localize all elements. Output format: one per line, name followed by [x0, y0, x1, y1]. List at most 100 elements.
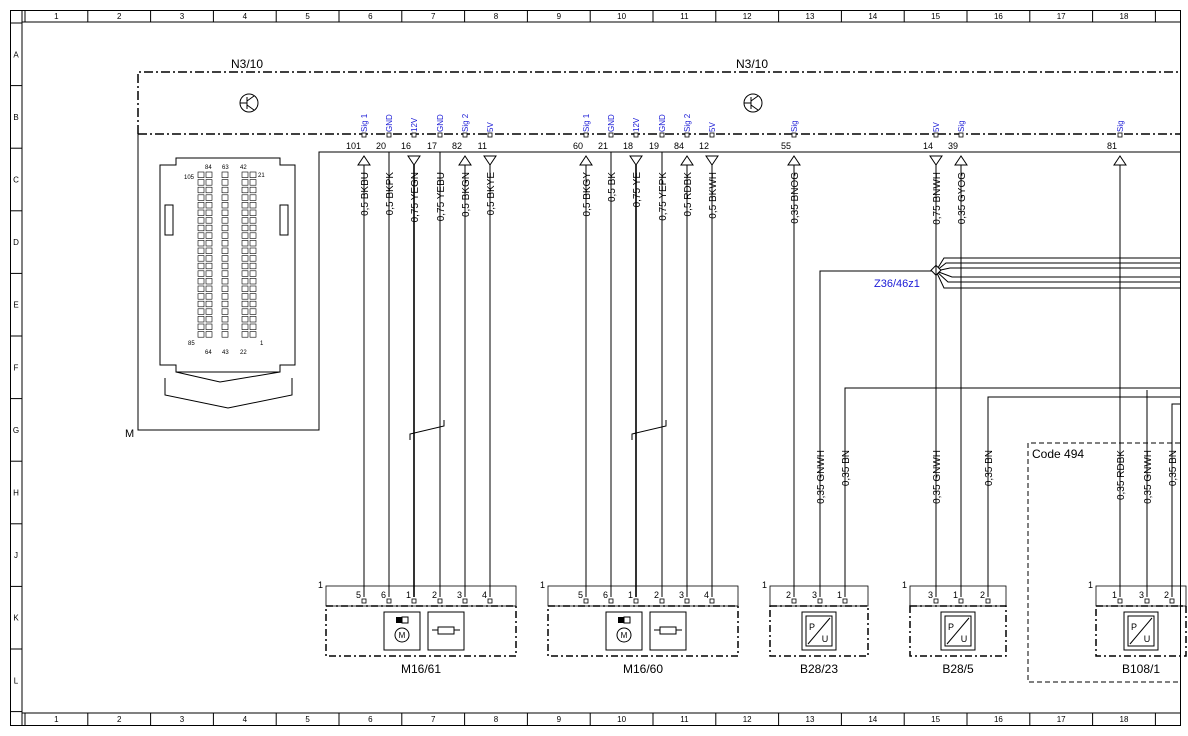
pressure-sensor-icon: PU — [1123, 611, 1159, 651]
arrow-down-icon — [483, 155, 497, 166]
grid-column-label: 16 — [994, 715, 1003, 724]
grid-column-label: 7 — [431, 12, 436, 21]
wire-label: 0,5 BKYE — [486, 172, 497, 216]
component-pin-number: 2 — [1164, 590, 1169, 600]
signal-label: 5V — [486, 122, 495, 132]
grid-column-label: 2 — [117, 12, 122, 21]
pin-number: 19 — [649, 141, 659, 151]
grid-row-label: G — [13, 426, 19, 435]
transistor-icon — [239, 93, 259, 113]
ecu-pin: 101 Sig 1 0,5 BKBU — [346, 113, 371, 597]
grid-column-label: 1 — [54, 715, 59, 724]
grid-row-label: E — [13, 301, 18, 310]
pin-number: 84 — [674, 141, 684, 151]
svg-text:85: 85 — [188, 341, 195, 347]
pin-number: 82 — [452, 141, 462, 151]
wire-label: 0,35 GYOG — [957, 172, 968, 224]
wire-label: 0,5 BKBU — [360, 172, 371, 216]
ground-label: M — [125, 428, 134, 440]
grid-row-label: K — [13, 614, 19, 623]
grid-column-label: 9 — [557, 12, 562, 21]
wire-label: 0,5 BKPK — [385, 172, 396, 216]
arrow-up-icon — [458, 155, 472, 166]
connector-drawing: 84 63 42 105 21 85 64 43 22 1 — [159, 157, 296, 409]
signal-label: Sig — [1116, 120, 1125, 132]
sensor-letter: P — [1131, 622, 1137, 632]
component-pin-number: 4 — [482, 590, 487, 600]
component-pin-number: 1 — [406, 590, 411, 600]
component-pin-number: 3 — [679, 590, 684, 600]
wire-label: 0,35 RDBK — [1116, 450, 1127, 500]
wire-label: 0,35 BN — [841, 450, 852, 486]
sensor-letter: P — [948, 622, 954, 632]
arrow-down-icon — [629, 155, 643, 166]
component-ref: 1 — [540, 580, 545, 590]
grid-column-label: 8 — [494, 715, 499, 724]
grid-column-label: 6 — [368, 12, 373, 21]
component-pin-number: 1 — [1112, 590, 1117, 600]
grid-column-label: 6 — [368, 715, 373, 724]
grid-row-label: J — [14, 551, 18, 560]
signal-label: 12V — [410, 117, 419, 132]
grid-column-label: 18 — [1120, 12, 1129, 21]
grid-row-label: D — [13, 238, 19, 247]
component-pin-number: 6 — [603, 590, 608, 600]
svg-text:21: 21 — [258, 173, 265, 179]
sensor-letter: U — [822, 634, 829, 644]
svg-text:84: 84 — [205, 165, 212, 171]
arrow-up-icon — [954, 155, 968, 166]
grid-column-label: 12 — [743, 12, 752, 21]
component-pin-number: 3 — [812, 590, 817, 600]
component-ref: 1 — [1088, 580, 1093, 590]
wire-label: 0,35 BN — [1168, 450, 1179, 486]
pin-number: 60 — [573, 141, 583, 151]
signal-label: Sig 2 — [683, 113, 692, 132]
wire-label: 0,75 BNWH — [932, 172, 943, 225]
grid-row-label: H — [13, 489, 19, 498]
grid-column-label: 7 — [431, 715, 436, 724]
grid-column-label: 11 — [680, 715, 689, 724]
arrow-down-icon — [705, 155, 719, 166]
resistor-icon — [649, 611, 687, 651]
grid-row-label: B — [13, 113, 18, 122]
component-ref: 1 — [902, 580, 907, 590]
pin-number: 101 — [346, 141, 361, 151]
control-unit-label-right: N3/10 — [736, 57, 768, 71]
code-494-label: Code 494 — [1032, 447, 1084, 461]
svg-text:22: 22 — [240, 350, 247, 356]
wire-label: 0,35 BN — [984, 450, 995, 486]
grid-row-label: A — [13, 50, 19, 59]
signal-label: Sig 1 — [360, 113, 369, 132]
grid-column-label: 15 — [931, 12, 940, 21]
grid-column-label: 17 — [1057, 715, 1066, 724]
component-label: B28/5 — [942, 662, 974, 676]
wire-label: 0,5 RDBK — [683, 172, 694, 217]
grid-column-label: 13 — [806, 12, 815, 21]
arrow-up-icon — [357, 155, 371, 166]
wire-label: 0,75 YEPK — [658, 172, 669, 221]
component-ref: 1 — [318, 580, 323, 590]
component-label: B108/1 — [1122, 662, 1160, 676]
transistor-icon — [743, 93, 763, 113]
pin-number: 12 — [699, 141, 709, 151]
component-pin-number: 3 — [1139, 590, 1144, 600]
signal-label: GND — [607, 114, 616, 132]
splice-label: Z36/46z1 — [874, 278, 920, 290]
pressure-sensor-icon: PU — [801, 611, 837, 651]
component-pin-number: 2 — [432, 590, 437, 600]
wire-label: 0,75 YE — [632, 172, 643, 208]
grid-column-label: 9 — [557, 715, 562, 724]
grid-labels: 1122334455667788991010111112121313141415… — [13, 12, 1129, 724]
grid-column-label: 14 — [868, 715, 877, 724]
wire-label: 0,5 BKGN — [461, 172, 472, 217]
wire-label: 0,75 YEGN — [410, 172, 421, 222]
